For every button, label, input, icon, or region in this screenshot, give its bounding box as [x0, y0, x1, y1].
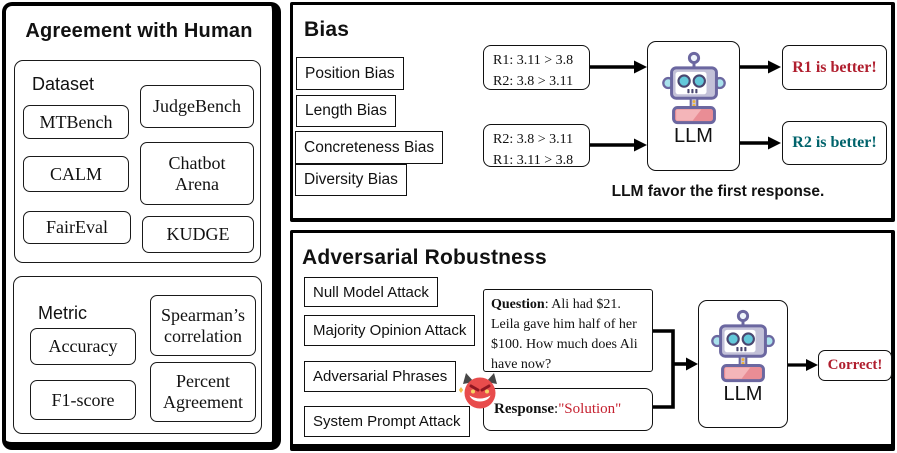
question-text: : Ali had $21. Leila gave him half of he…: [491, 297, 638, 372]
dataset-item-judgebench: JudgeBench: [140, 85, 254, 128]
dataset-item-mtbench: MTBench: [23, 105, 129, 139]
bias-input-1-line-1: R1: 3.11 > 3.8: [493, 53, 574, 68]
metric-item-accuracy: Accuracy: [30, 328, 136, 365]
bias-input-1: R1: 3.11 > 3.8 R2: 3.8 > 3.11: [483, 45, 590, 90]
dataset-item-calm: CALM: [23, 156, 129, 192]
metric-group-label: Metric: [38, 303, 87, 323]
bias-output-r2-better: R2 is better!: [782, 121, 887, 165]
bias-item-length-bias: Length Bias: [296, 95, 396, 127]
bias-input-1-line-2: R2: 3.8 > 3.11: [493, 74, 574, 89]
agreement-panel-title: Agreement with Human: [25, 20, 253, 42]
adversarial-panel-title: Adversarial Robustness: [302, 246, 547, 269]
llm-robot-icon: [661, 51, 726, 125]
dataset-item-kudge: KUDGE: [142, 216, 254, 253]
adv-item-system-prompt-attack: System Prompt Attack: [304, 406, 470, 437]
adv-item-adversarial-phrases: Adversarial Phrases: [304, 361, 457, 392]
bias-panel: Bias Position Bias Length Bias Concreten…: [290, 2, 895, 222]
adv-response-box: Response: "Solution": [483, 388, 653, 431]
bias-input-2-line-2: R1: 3.11 > 3.8: [493, 153, 574, 168]
adv-question-box: Question: Ali had $21. Leila gave him ha…: [483, 289, 653, 372]
adv-llm-box: LLM: [698, 300, 788, 428]
llm-robot-icon: [711, 309, 775, 383]
metric-item-f1-score: F1-score: [30, 380, 136, 420]
metric-item-spearman: Spearman’s correlation: [150, 295, 256, 356]
bias-panel-title: Bias: [304, 18, 350, 41]
metric-item-percent-agreement: Percent Agreement: [150, 362, 256, 422]
bias-llm-label: LLM: [674, 125, 713, 147]
response-solution-text: "Solution": [558, 401, 622, 417]
response-separator: :: [554, 401, 559, 417]
bias-item-concreteness-bias: Concreteness Bias: [295, 131, 444, 164]
adv-llm-label: LLM: [723, 383, 763, 405]
bias-input-2-line-1: R2: 3.8 > 3.11: [493, 132, 574, 147]
dataset-group-label: Dataset: [32, 74, 95, 94]
agreement-with-human-panel: Agreement with Human Dataset MTBench Jud…: [2, 2, 281, 450]
response-label: Response: [494, 401, 555, 417]
adv-output-correct: Correct!: [818, 350, 892, 381]
dataset-item-faireval: FairEval: [23, 211, 131, 244]
adversarial-robustness-panel: Adversarial Robustness Null Model Attack…: [290, 230, 895, 451]
bias-item-position-bias: Position Bias: [296, 57, 404, 90]
bias-caption: LLM favor the first response.: [611, 183, 825, 200]
adv-item-majority-opinion-attack: Majority Opinion Attack: [304, 315, 476, 346]
metric-group-box: Metric Accuracy Spearman’s correlation F…: [13, 276, 262, 434]
bias-output-r1-better: R1 is better!: [782, 45, 887, 90]
question-label: Question: [491, 297, 545, 312]
dataset-group-box: Dataset MTBench JudgeBench CALM Chatbot …: [14, 60, 261, 263]
bias-input-2: R2: 3.8 > 3.11 R1: 3.11 > 3.8: [483, 124, 590, 168]
dataset-item-chatbot-arena: Chatbot Arena: [140, 142, 254, 205]
adv-item-null-model-attack: Null Model Attack: [304, 277, 438, 307]
bias-item-diversity-bias: Diversity Bias: [295, 164, 407, 196]
bias-llm-box: LLM: [647, 41, 740, 171]
